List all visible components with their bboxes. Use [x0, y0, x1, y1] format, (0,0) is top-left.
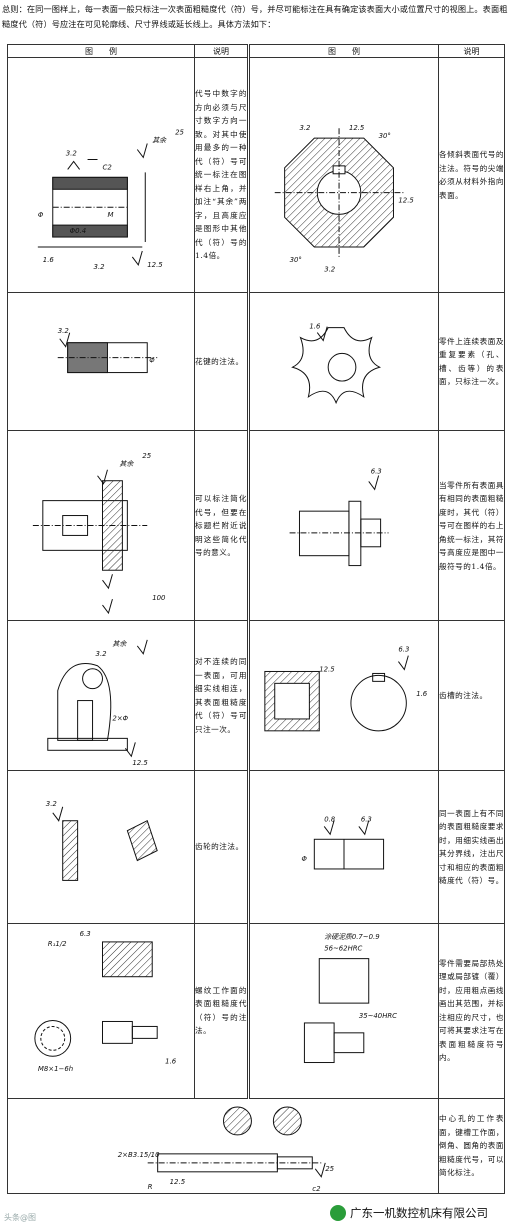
label-2phi: 2×Φ [112, 715, 128, 723]
table-row: 2×B3.15/10 R 12.5 c2 25 中心孔的工作表面，键槽工作面，倒… [7, 1097, 505, 1195]
figure-gear-section: 3.2 [7, 770, 195, 924]
label-125b: 12.5 [349, 124, 365, 132]
label-32d: 3.2 [324, 265, 335, 273]
label-16b: 1.6 [309, 323, 321, 331]
table-row: R₁1/2 6.3 M8×1−6h 1.6 螺纹工作面的表面粗糙度代（符）号的注… [7, 922, 505, 1099]
label-m8: M8×1−6h [38, 1065, 73, 1073]
label-32: 3.2 [66, 150, 77, 158]
figure-star-part: 1.6 [247, 291, 439, 432]
label-16d: 1.6 [165, 1057, 177, 1065]
label-m: M [107, 211, 113, 219]
note-r3-left: 可以标注简化代号，但要在标题栏附近说明这些简化代号的意义。 [194, 430, 249, 622]
label-08: 0.8 [324, 815, 336, 823]
figure-spline-bush: 3.2 Φ [7, 291, 195, 432]
note-r7-right: 中心孔的工作表面，键槽工作面，倒角、圆角的表面粗糙度代号，可以简化标注。 [438, 1097, 505, 1195]
label-16: 1.6 [43, 256, 55, 264]
label-25b: 25 [142, 452, 151, 460]
label-16c: 1.6 [416, 690, 428, 698]
figure-center-hole-shaft: 2×B3.15/10 R 12.5 c2 25 [7, 1097, 439, 1195]
label-25c: 25 [325, 1164, 334, 1172]
label-32b: 3.2 [94, 263, 105, 271]
label-qiyu-c: 其余 [112, 640, 127, 648]
label-63d: 6.3 [80, 930, 91, 938]
figure-bushing: 3.2 C2 其余 25 Φ M Φ0.4 1.6 3.2 12.5 [7, 57, 195, 293]
intro-text: 总则：在同一图样上，每一表面一般只标注一次表面粗糙度代（符）号，并尽可能标注在具… [2, 4, 508, 29]
watermark-right: 广东一机数控机床有限公司 [330, 1205, 488, 1221]
note-r2-left: 花键的注法。 [194, 291, 249, 432]
label-hrc2: 35~40HRC [359, 1012, 397, 1020]
header-figure-left: 图 例 [7, 44, 195, 58]
note-r4-left: 对不连续的同一表面，可用细实线相连，其表面粗糙度代（符）号可只注一次。 [194, 620, 249, 772]
label-63: 6.3 [371, 467, 382, 475]
figure-gear-tooth-slot: 12.5 6.3 1.6 [247, 620, 439, 772]
table-row: 其余 3.2 2×Φ 12.5 对不连续的同一表面，可用细实线相连，其表面粗糙度… [7, 620, 505, 772]
label-125: 12.5 [147, 261, 163, 269]
header-figure-right: 图 例 [247, 44, 439, 58]
header-note-right: 说明 [438, 44, 505, 58]
table-header-row: 图 例 说明 图 例 说明 [7, 44, 505, 58]
label-32c: 3.2 [299, 124, 310, 132]
watermark-company: 广东一机数控机床有限公司 [350, 1206, 488, 1220]
note-r5-left: 齿轮的注法。 [194, 770, 249, 924]
label-phi-b: Φ [149, 357, 155, 365]
label-r: R [148, 1182, 153, 1190]
header-note-left: 说明 [194, 44, 249, 58]
label-125e: 12.5 [319, 665, 335, 673]
label-r12: R₁1/2 [48, 939, 67, 947]
label-30deg-b: 30° [290, 256, 302, 264]
table-row: 3.2 Φ 花键的注法。 1.6 零件上连续表面及重复要素（孔、槽、齿等）的表面… [7, 291, 505, 432]
label-125f: 12.5 [170, 1177, 186, 1185]
table-row: 3.2 齿轮的注法。 0.8 6.3 Φ 同一表面上有不同的表面粗糙度要求时，用… [7, 770, 505, 924]
figure-bracket: 其余 3.2 2×Φ 12.5 [7, 620, 195, 772]
label-30deg: 30° [379, 132, 391, 140]
table-row: 3.2 C2 其余 25 Φ M Φ0.4 1.6 3.2 12.5 代号中数字… [7, 57, 505, 293]
label-c2-small: c2 [312, 1184, 320, 1192]
label-phi04: Φ0.4 [70, 227, 87, 235]
figure-flange-simplified: 其余 25 100 [7, 430, 195, 622]
label-32g: 3.2 [46, 800, 57, 808]
label-100: 100 [152, 594, 166, 602]
label-25: 25 [175, 129, 184, 137]
label-32e: 3.2 [58, 327, 69, 335]
table-row: 其余 25 100 可以标注简化代号，但要在标题栏附近说明这些简化代号的意义。 … [7, 430, 505, 622]
label-c2: C2 [102, 164, 111, 172]
figure-thread: R₁1/2 6.3 M8×1−6h 1.6 [7, 922, 195, 1099]
note-r1-right: 各倾斜表面代号的注法。符号的尖端必须从材料外指向表面。 [438, 57, 505, 293]
watermark-left: 头条@图 [4, 1213, 36, 1222]
label-phi: Φ [38, 211, 44, 219]
figure-heat-treatment: 涂硬泥质0.7~0.9 56~62HRC 35~40HRC [247, 922, 439, 1099]
label-63b: 6.3 [398, 645, 409, 653]
note-r5-right: 同一表面上有不同的表面粗糙度要求时，用细实线画出其分界线，注出尺寸和相应的表面粗… [438, 770, 505, 924]
figure-stepped-shaft: 6.3 [247, 430, 439, 622]
figure-octagon-gear: 3.2 12.5 30° 12.5 30° 3.2 [247, 57, 439, 293]
label-center-hole: 2×B3.15/10 [118, 1151, 160, 1159]
annotation-table: 图 例 说明 图 例 说明 3.2 C2 其余 [7, 44, 505, 1195]
note-r4-right: 齿槽的注法。 [438, 620, 505, 772]
note-r2-right: 零件上连续表面及重复要素（孔、槽、齿等）的表面，只标注一次。 [438, 291, 505, 432]
label-plate: 涂硬泥质0.7~0.9 [324, 933, 379, 941]
note-r3-right: 当零件所有表面具有相同的表面粗糙度时，其代（符）号可在图样的右上角统一标注，其符… [438, 430, 505, 622]
label-phi-c: Φ [301, 855, 307, 863]
note-r6-left: 螺纹工作面的表面粗糙度代（符）号的注法。 [194, 922, 249, 1099]
figure-shaft-segments: 0.8 6.3 Φ [247, 770, 439, 924]
note-r1-left: 代号中数字的方向必须与尺寸数字方向一致。对其中使用最多的一种代（符）号可统一标注… [194, 57, 249, 293]
label-63c: 6.3 [361, 815, 372, 823]
label-qiyu: 其余 [152, 137, 167, 145]
label-32f: 3.2 [96, 650, 107, 658]
label-125c: 12.5 [398, 196, 414, 204]
label-125d: 12.5 [132, 759, 148, 767]
wechat-logo-icon [330, 1205, 346, 1221]
label-qiyu-b: 其余 [119, 460, 134, 468]
note-r6-right: 零件需要局部热处理或局部镀（覆）时，应用粗点画线画出其范围，并标注相应的尺寸，也… [438, 922, 505, 1099]
label-hrc1: 56~62HRC [324, 945, 362, 953]
